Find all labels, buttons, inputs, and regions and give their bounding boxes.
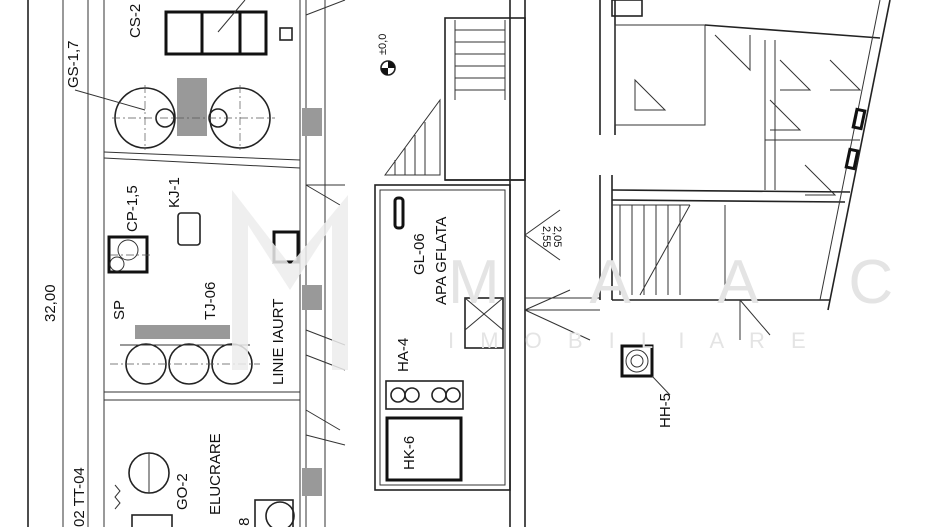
room-apa-gelata: APA GFLATA: [433, 217, 450, 305]
watermark-brand: M A A C: [448, 248, 931, 317]
dimension-label: 32,00: [42, 284, 59, 322]
label-cp15: CP-1,5: [124, 185, 141, 232]
label-ha4: HA-4: [395, 338, 412, 372]
equipment: [74, 0, 671, 527]
door-height-2: 2,05: [551, 226, 563, 247]
label-gs17: GS-1,7: [65, 40, 82, 88]
label-tt04: 02 TT-04: [71, 467, 88, 527]
label-hk6: HK-6: [401, 436, 418, 470]
label-sp: SP: [111, 300, 128, 320]
label-tj06: TJ-06: [202, 282, 219, 320]
dimension-line: 32,00: [27, 0, 59, 527]
walls: [62, 0, 891, 527]
watermark-logo: M A A C I M O B I L I A R E: [232, 190, 931, 370]
label-kj1: KJ-1: [166, 177, 183, 208]
room-prelucrare: ELUCRARE: [207, 433, 224, 515]
label-fragment-8: .8: [236, 517, 253, 527]
label-level: ±0,0: [377, 34, 389, 55]
door-height-1: 2,55: [540, 226, 552, 247]
label-gl06: GL-06: [411, 233, 428, 275]
label-cs2: CS-2: [127, 4, 144, 38]
watermark-subtitle: I M O B I L I A R E: [448, 328, 816, 353]
label-hh5: HH-5: [657, 393, 674, 428]
room-linie-iaurt: LINIE IAURT: [270, 299, 287, 385]
labels: CS-2 GS-1,7 ±0,0 CP-1,5 KJ-1 SP TJ-06 LI…: [65, 4, 674, 527]
label-go2: GO-2: [174, 473, 191, 510]
